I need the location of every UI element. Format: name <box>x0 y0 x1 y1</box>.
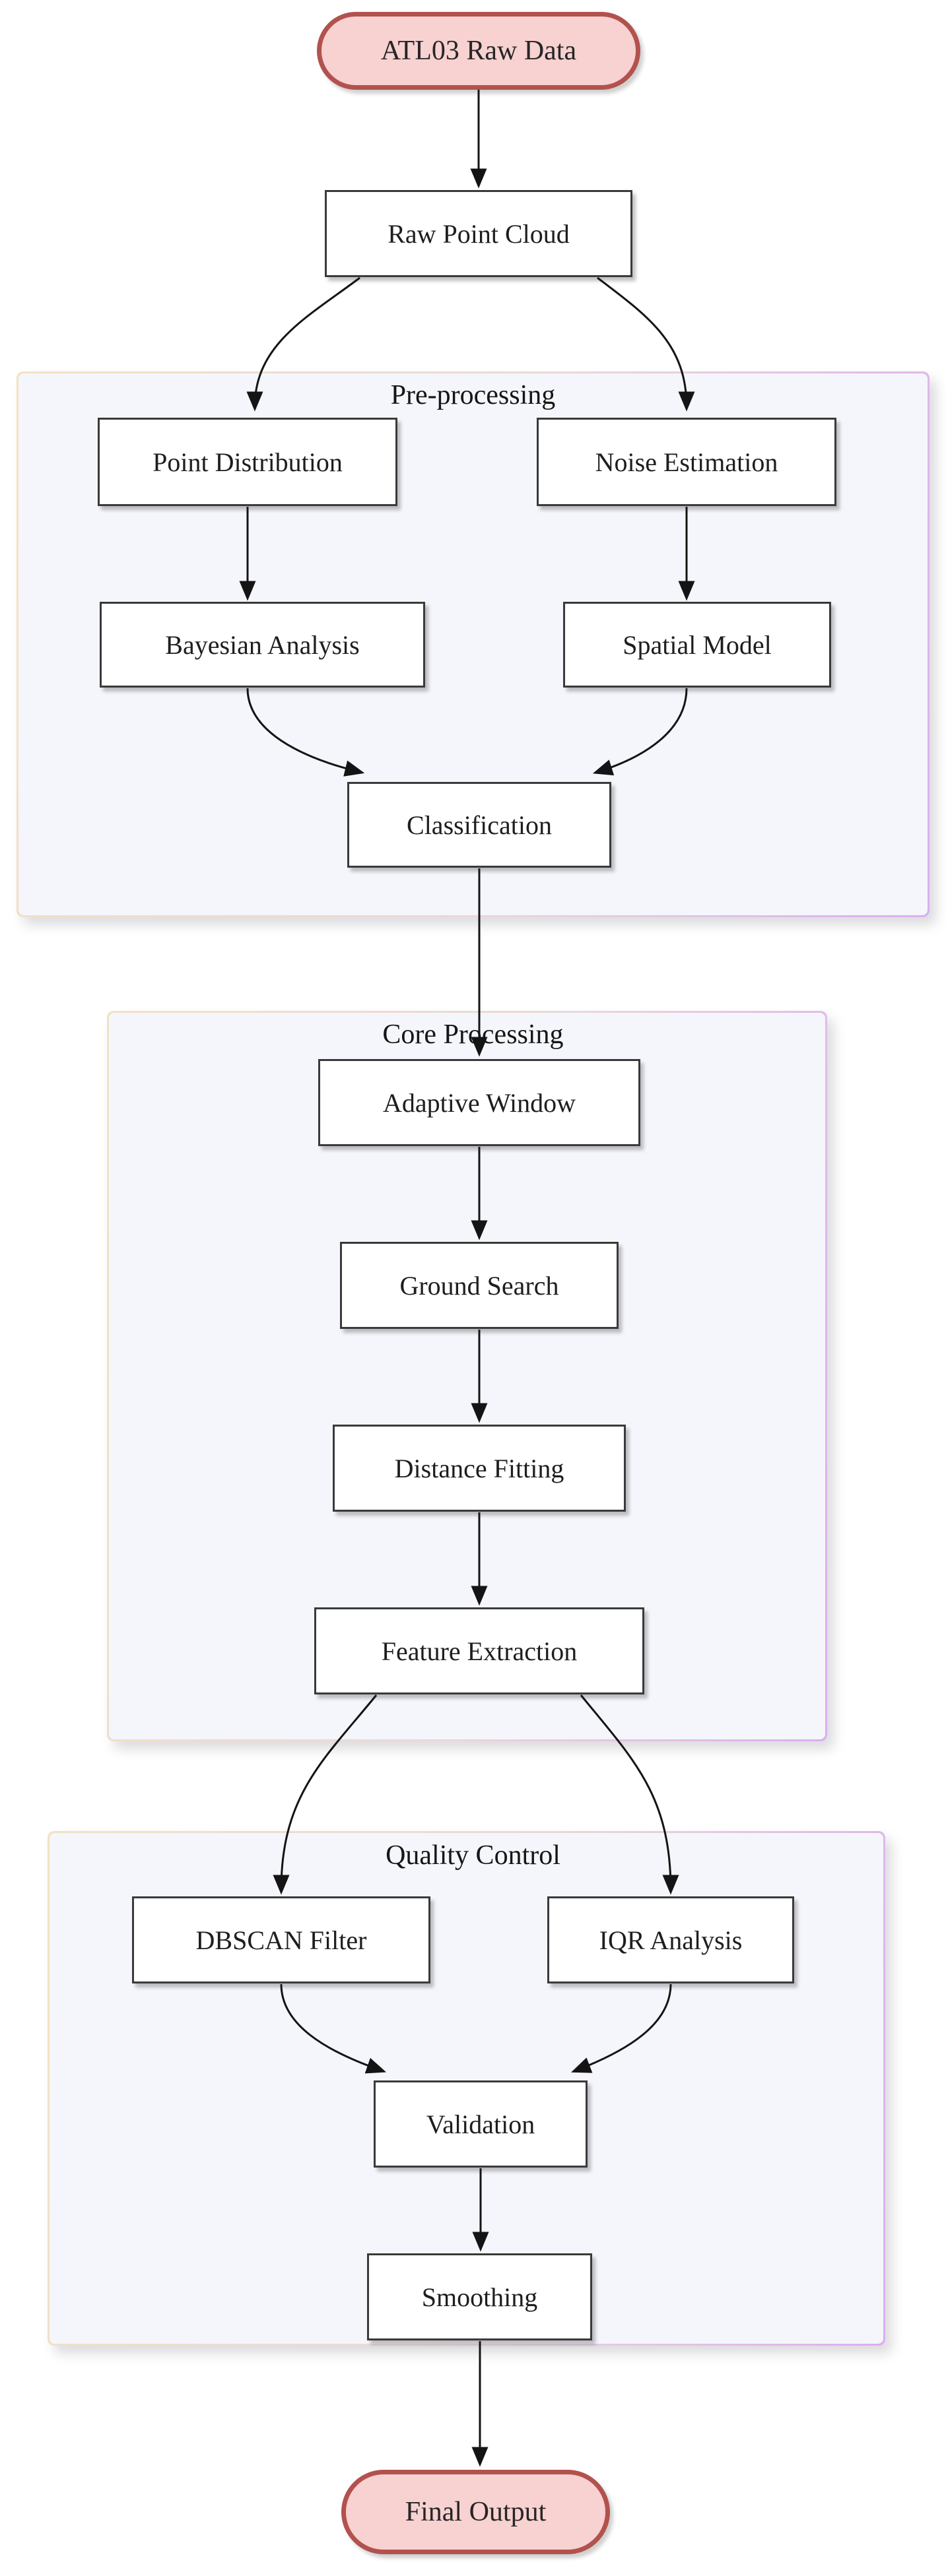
node-dbscan-filter: DBSCAN Filter <box>132 1896 430 1983</box>
node-raw-point-cloud: Raw Point Cloud <box>325 190 632 277</box>
edge-bayes-classification <box>246 688 365 777</box>
edge-rawpc-pointdist <box>246 276 360 412</box>
node-spatial-model: Spatial Model <box>563 602 831 688</box>
edge-dbscan-validation <box>280 1983 387 2074</box>
node-validation: Validation <box>374 2080 588 2168</box>
node-classification: Classification <box>347 782 611 868</box>
section-pre-processing-title: Pre-processing <box>390 380 556 410</box>
edge-rawpc-noise <box>597 276 695 412</box>
node-iqr-analysis: IQR Analysis <box>547 1896 794 1983</box>
start-node: ATL03 Raw Data <box>317 12 640 90</box>
edge-iqr-validation <box>571 1983 672 2073</box>
edge-spatial-classification <box>592 688 688 776</box>
node-bayesian-analysis: Bayesian Analysis <box>100 602 425 688</box>
section-quality-control-title: Quality Control <box>386 1840 560 1871</box>
node-ground-search: Ground Search <box>340 1242 619 1329</box>
node-noise-estimation: Noise Estimation <box>537 418 836 506</box>
node-adaptive-window: Adaptive Window <box>318 1059 640 1146</box>
node-feature-extraction: Feature Extraction <box>314 1607 644 1694</box>
node-smoothing: Smoothing <box>367 2253 592 2340</box>
edge-feature-iqr <box>580 1694 679 1895</box>
edge-feature-dbscan <box>273 1694 378 1895</box>
node-point-distribution: Point Distribution <box>98 418 397 506</box>
end-node: Final Output <box>341 2470 610 2554</box>
node-distance-fitting: Distance Fitting <box>333 1425 626 1512</box>
